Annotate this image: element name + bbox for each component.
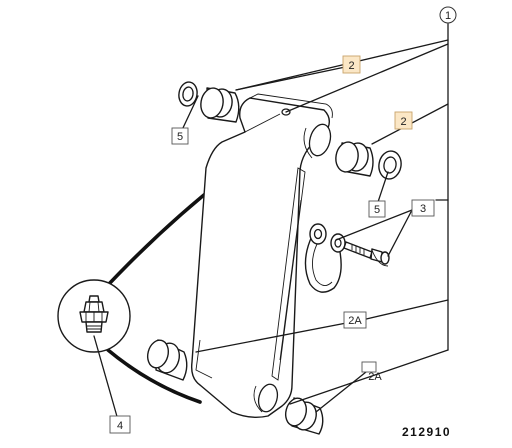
callout-3: 3	[411, 199, 435, 217]
lower-right-bush	[284, 397, 324, 435]
callout-2A-upper: 2A	[343, 311, 367, 329]
callout-2A-b-text: 2A	[368, 371, 382, 383]
drawing-number: 212910	[402, 425, 451, 439]
callout-4: 4	[109, 415, 131, 434]
callout-2A-lower: 2A	[361, 361, 382, 383]
upper-left-washer	[178, 81, 198, 107]
callout-1: 1	[439, 6, 457, 24]
callout-2A-a-text: 2A	[348, 315, 362, 327]
callout-2a-text: 2	[348, 60, 354, 72]
link-arm	[190, 93, 333, 419]
callout-4-text: 4	[117, 420, 123, 432]
callout-5-right: 5	[368, 200, 386, 218]
lower-left-bush	[146, 339, 188, 381]
upper-right-bush	[335, 141, 374, 177]
callout-2-upper-left: 2	[342, 55, 361, 74]
callout-2-upper-right: 2	[394, 111, 413, 130]
upper-right-washer	[378, 150, 402, 180]
callout-3-text: 3	[420, 203, 426, 215]
upper-left-bush	[200, 87, 240, 123]
callout-1-text: 1	[445, 10, 451, 22]
callout-5a-text: 5	[177, 131, 183, 143]
grease-nipple-detail	[57, 279, 131, 353]
callout-5b-text: 5	[374, 204, 380, 216]
leader-lines	[93, 23, 449, 421]
shackle-assembly	[304, 223, 390, 293]
callout-2b-text: 2	[400, 116, 406, 128]
callout-5-left: 5	[171, 127, 189, 145]
